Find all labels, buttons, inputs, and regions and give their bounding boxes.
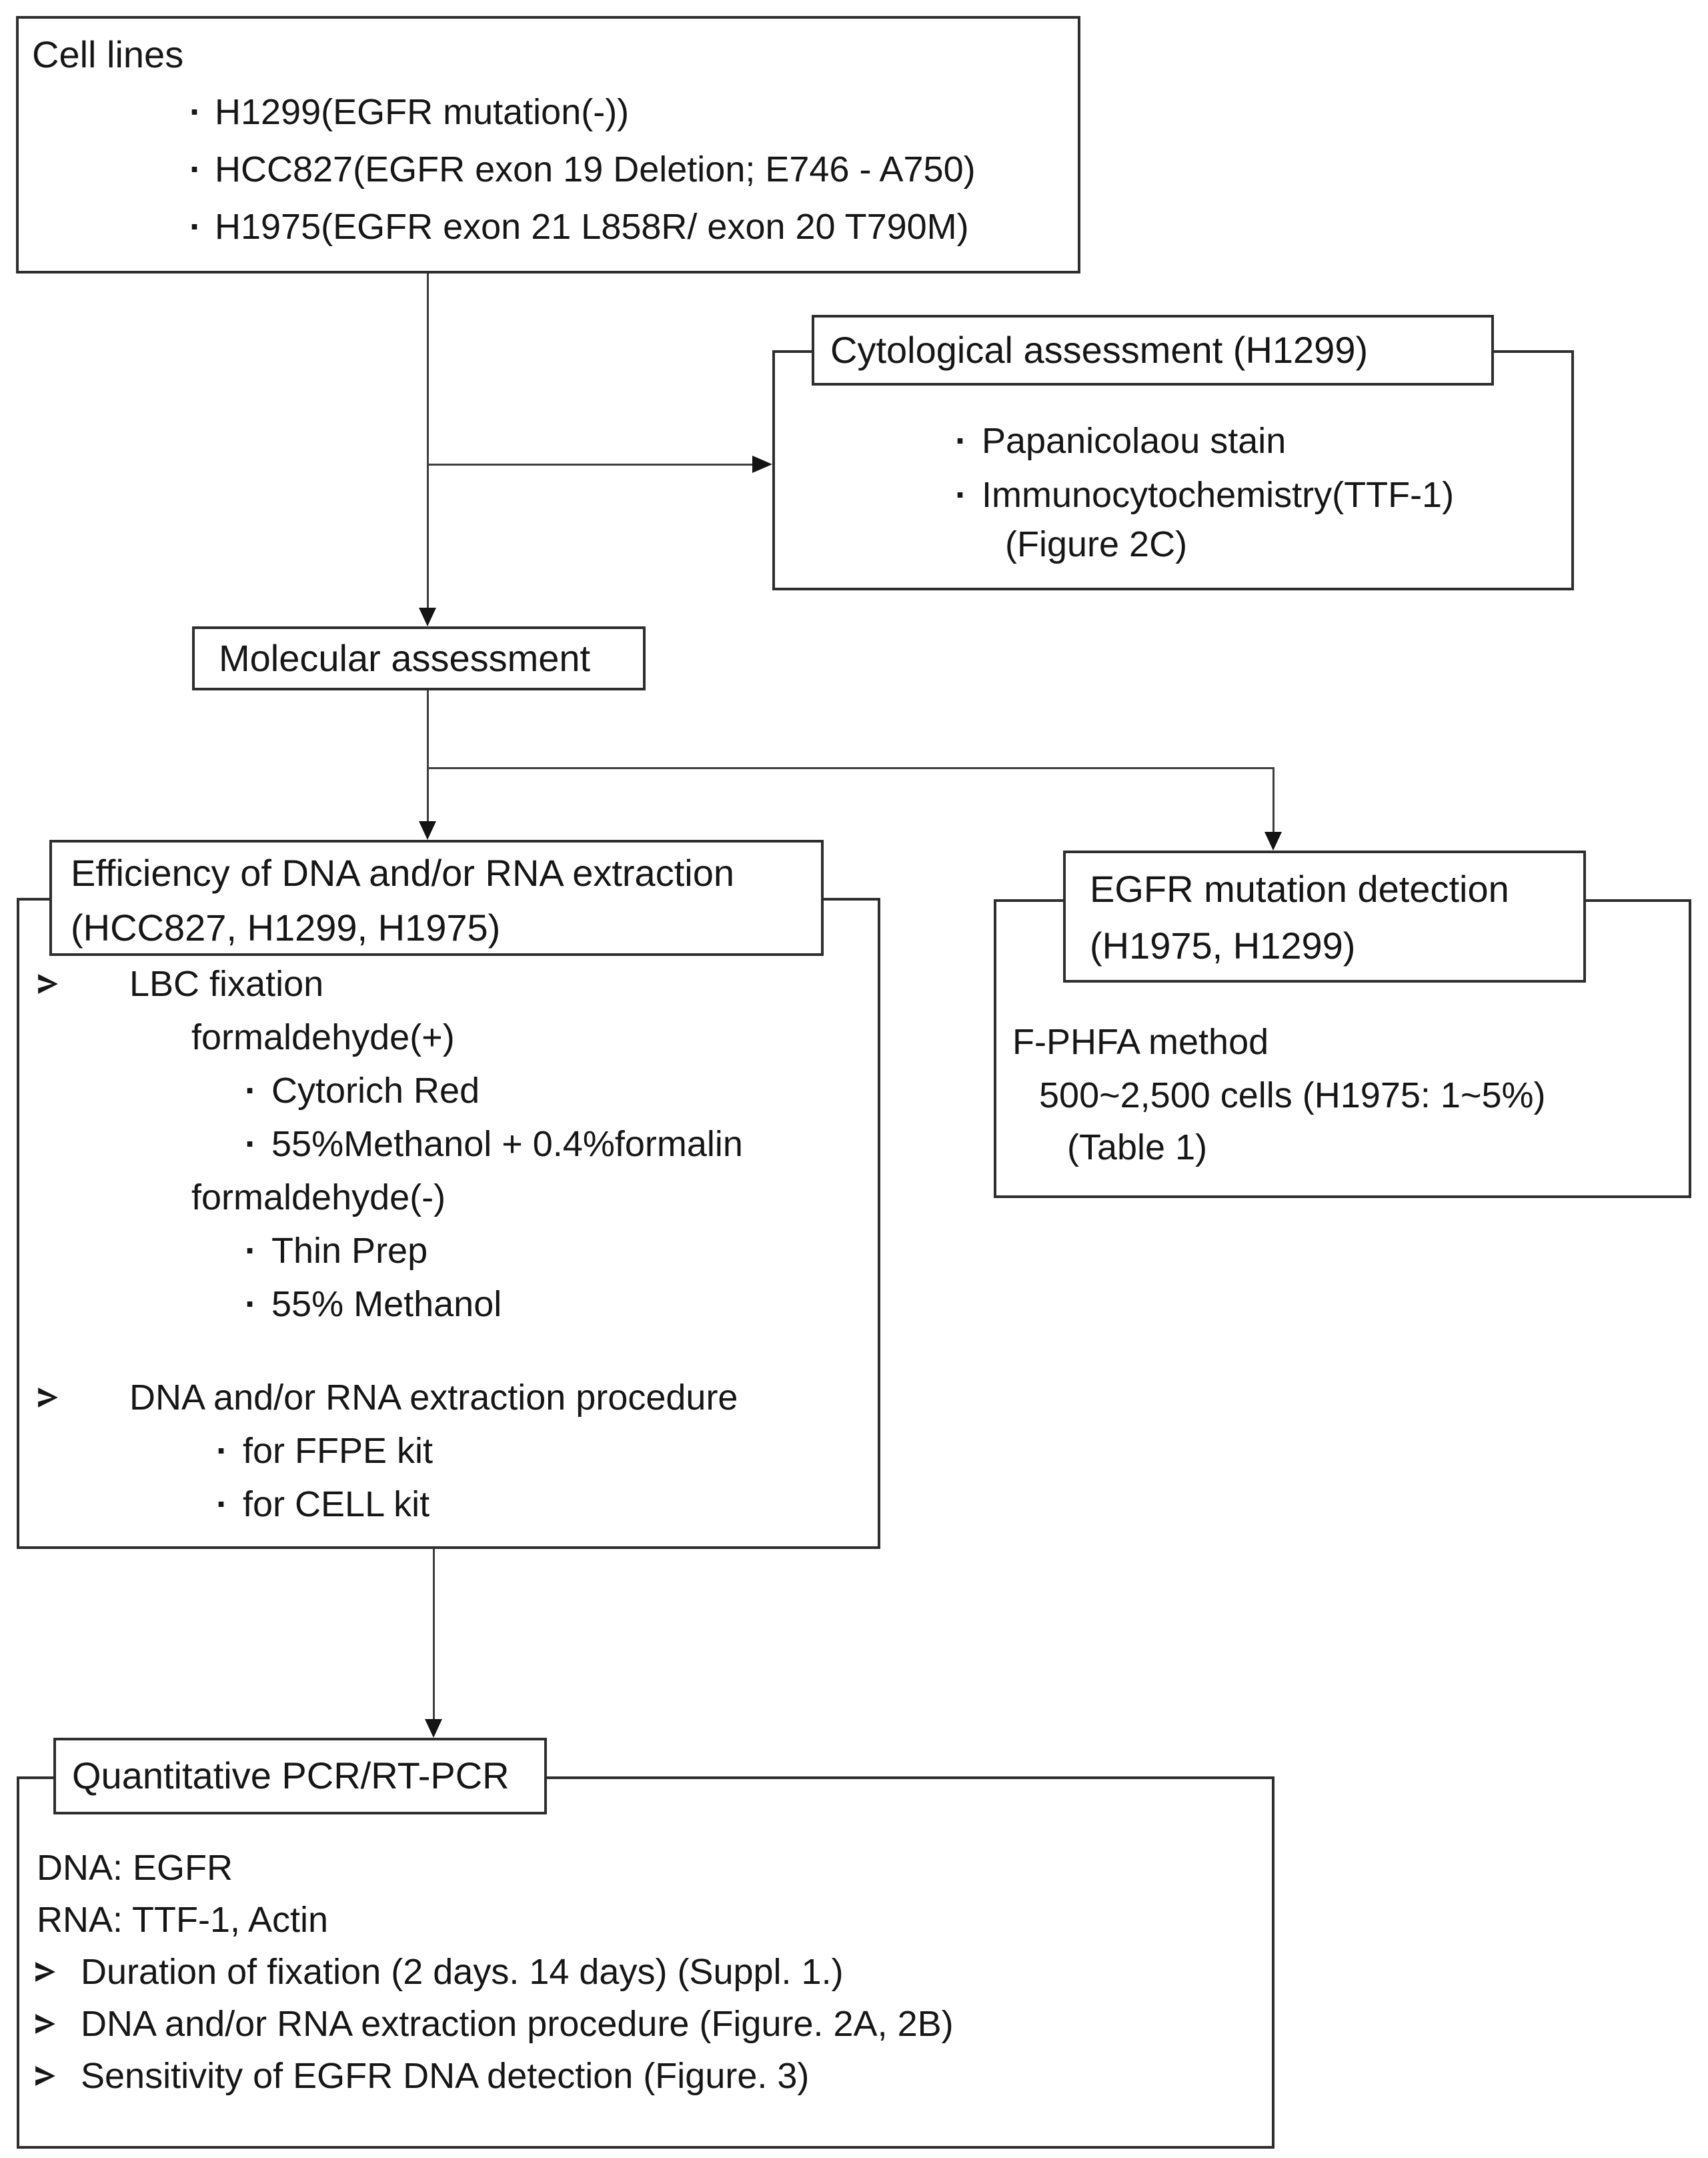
right-arrowhead-bullet-icon xyxy=(38,974,58,994)
box-cytological-content: · Papanicolaou stain · Immunocytochemist… xyxy=(772,350,1574,590)
bullet-dot-icon: · xyxy=(245,1231,257,1271)
efficiency-fm-item: 55% Methanol xyxy=(271,1284,502,1324)
connector-branch-to-egfr xyxy=(427,767,1274,769)
right-arrowhead-bullet-icon xyxy=(35,2014,55,2034)
quantitative-rna: RNA: TTF-1, Actin xyxy=(37,1900,329,1940)
efficiency-proc-item: for CELL kit xyxy=(243,1484,430,1524)
arrowhead-down-icon xyxy=(419,821,436,840)
cell-lines-title: Cell lines xyxy=(32,33,184,75)
bullet-dot-icon: · xyxy=(955,421,967,461)
connector-efficiency-to-quantitative xyxy=(433,1549,435,1721)
efficiency-formaldehyde-minus: formaldehyde(-) xyxy=(191,1177,446,1217)
box-molecular: Molecular assessment xyxy=(192,626,646,690)
efficiency-fm-item: Thin Prep xyxy=(271,1231,428,1271)
efficiency-fp-item: 55%Methanol + 0.4%formalin xyxy=(271,1124,743,1164)
bullet-dot-icon: · xyxy=(189,207,201,247)
connector-cell-to-molecular xyxy=(427,274,429,610)
quantitative-title: Quantitative PCR/RT-PCR xyxy=(72,1754,510,1796)
box-cytological-title: Cytological assessment (H1299) xyxy=(812,315,1494,386)
box-cell-lines: Cell lines · H1299(EGFR mutation(-)) · H… xyxy=(16,16,1080,274)
right-arrowhead-bullet-icon xyxy=(35,2066,55,2086)
cytological-bullet: Immunocytochemistry(TTF-1) xyxy=(982,475,1455,515)
arrowhead-down-icon xyxy=(419,608,436,626)
cell-line-item: H1975(EGFR exon 21 L858R/ exon 20 T790M) xyxy=(215,207,969,247)
molecular-title: Molecular assessment xyxy=(219,637,591,679)
quantitative-arrow-item: DNA and/or RNA extraction procedure (Fig… xyxy=(81,2004,954,2044)
quantitative-arrow-item: Sensitivity of EGFR DNA detection (Figur… xyxy=(81,2056,810,2096)
box-egfr-title: EGFR mutation detection (H1975, H1299) xyxy=(1063,851,1586,983)
quantitative-arrow-item: Duration of fixation (2 days. 14 days) (… xyxy=(81,1952,844,1992)
efficiency-fp-item: Cytorich Red xyxy=(271,1071,480,1111)
cytological-bullet: Papanicolaou stain xyxy=(982,421,1287,461)
egfr-cells: 500~2,500 cells (H1975: 1~5%) xyxy=(1039,1075,1546,1115)
bullet-dot-icon: · xyxy=(245,1284,257,1324)
efficiency-item-extraction: DNA and/or RNA extraction procedure xyxy=(129,1378,738,1418)
connector-down-to-egfr xyxy=(1272,767,1274,834)
bullet-dot-icon: · xyxy=(245,1071,257,1111)
bullet-dot-icon: · xyxy=(189,92,201,132)
egfr-table-note: (Table 1) xyxy=(1067,1127,1208,1167)
right-arrowhead-bullet-icon xyxy=(38,1388,58,1408)
egfr-title-line1: EGFR mutation detection xyxy=(1090,868,1509,910)
connector-branch-to-cytological xyxy=(427,464,754,466)
box-efficiency-title: Efficiency of DNA and/or RNA extraction … xyxy=(49,840,824,956)
bullet-dot-icon: · xyxy=(189,149,201,189)
connector-molecular-to-efficiency xyxy=(427,688,429,822)
box-quantitative-title: Quantitative PCR/RT-PCR xyxy=(53,1738,547,1814)
bullet-dot-icon: · xyxy=(216,1484,228,1524)
box-quantitative-content: DNA: EGFR RNA: TTF-1, Actin Duration of … xyxy=(17,1776,1274,2149)
efficiency-title-line2: (HCC827, H1299, H1975) xyxy=(71,907,501,949)
cytological-note: (Figure 2C) xyxy=(1005,524,1188,564)
arrowhead-down-icon xyxy=(425,1719,442,1738)
egfr-method: F-PHFA method xyxy=(1012,1022,1269,1062)
arrowhead-down-icon xyxy=(1264,832,1282,851)
cytological-title: Cytological assessment (H1299) xyxy=(830,329,1369,371)
bullet-dot-icon: · xyxy=(245,1124,257,1164)
efficiency-formaldehyde-plus: formaldehyde(+) xyxy=(191,1017,455,1057)
efficiency-item-lbc: LBC fixation xyxy=(129,964,324,1004)
bullet-dot-icon: · xyxy=(216,1431,228,1471)
right-arrowhead-bullet-icon xyxy=(35,1962,55,1982)
arrowhead-right-icon xyxy=(752,456,772,473)
box-efficiency-content: LBC fixation formaldehyde(+) · Cytorich … xyxy=(17,898,880,1549)
cell-line-item: HCC827(EGFR exon 19 Deletion; E746 - A75… xyxy=(215,149,976,189)
bullet-dot-icon: · xyxy=(955,475,967,515)
cell-line-item: H1299(EGFR mutation(-)) xyxy=(215,92,630,132)
efficiency-proc-item: for FFPE kit xyxy=(243,1431,434,1471)
quantitative-dna: DNA: EGFR xyxy=(37,1848,233,1888)
efficiency-title-line1: Efficiency of DNA and/or RNA extraction xyxy=(71,852,734,894)
egfr-title-line2: (H1975, H1299) xyxy=(1090,925,1356,967)
